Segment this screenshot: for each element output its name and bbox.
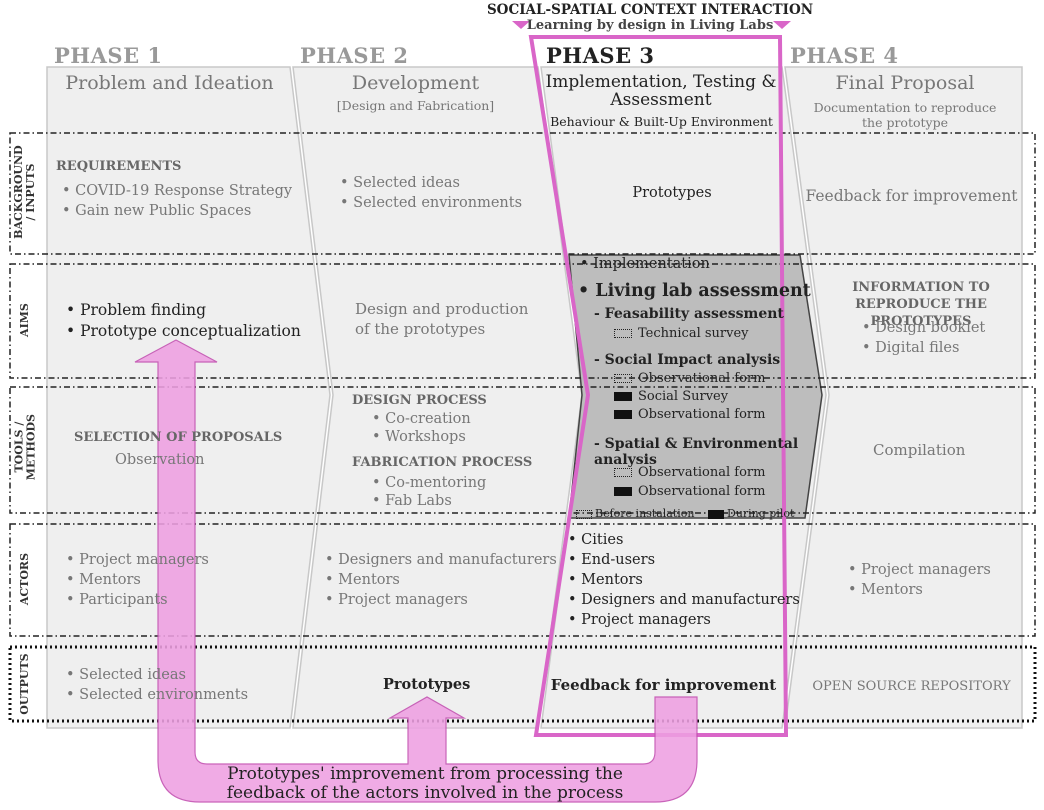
observation-text: Observation bbox=[115, 452, 205, 468]
phase4-title: Final Proposal bbox=[835, 72, 975, 94]
requirements-heading: REQUIREMENTS bbox=[56, 159, 182, 174]
phase1-title: Problem and Ideation bbox=[65, 72, 274, 94]
compilation-text: Compilation bbox=[873, 441, 966, 459]
phase4-outputs-text: OPEN SOURCE REPOSITORY bbox=[812, 679, 1011, 694]
phase2-outputs-text: Prototypes bbox=[383, 676, 471, 693]
phase3-outputs-text: Feedback for improvement bbox=[550, 676, 777, 694]
row-label-tools: TOOLS / METHODS bbox=[12, 413, 38, 481]
list-item: Project managers bbox=[848, 560, 991, 580]
phase4-actors-list: Project managers Mentors bbox=[848, 560, 991, 600]
list-item: Selected ideas bbox=[340, 173, 522, 193]
phase2-actors-list: Designers and manufacturers Mentors Proj… bbox=[325, 550, 557, 610]
row-separators bbox=[9, 132, 1036, 637]
header-left-triangle bbox=[512, 21, 530, 29]
list-item: Mentors bbox=[325, 570, 557, 590]
list-item: Mentors bbox=[66, 570, 209, 590]
list-item: Problem finding bbox=[66, 300, 301, 321]
solid-box-icon bbox=[614, 487, 632, 496]
fabrication-process-list: Co-mentoring Fab Labs bbox=[372, 474, 486, 510]
phase4-subtitle: Documentation to reproduce the prototype bbox=[813, 100, 997, 130]
phase2-inputs-list: Selected ideas Selected environments bbox=[340, 173, 522, 213]
phase1-label: PHASE 1 bbox=[54, 43, 163, 68]
selection-heading: SELECTION OF PROPOSALS bbox=[74, 430, 283, 445]
social-observational-form-1: Observational form bbox=[614, 371, 765, 387]
feedback-loop-arrow bbox=[134, 339, 698, 803]
list-item: Designers and manufacturers bbox=[568, 590, 800, 610]
list-item: Project managers bbox=[568, 610, 800, 630]
list-item: Workshops bbox=[372, 428, 471, 446]
feedback-loop-text: Prototypes' improvement from processing … bbox=[226, 764, 624, 803]
dotted-box-icon bbox=[614, 468, 632, 477]
implementation-text: • Implementation bbox=[580, 256, 710, 272]
phase4-inputs-text: Feedback for improvement bbox=[805, 187, 1018, 205]
social-impact-heading: - Social Impact analysis bbox=[594, 352, 781, 368]
list-item: Mentors bbox=[568, 570, 800, 590]
phase3-inputs-text: Prototypes bbox=[632, 185, 712, 201]
list-item: Design booklet bbox=[862, 318, 985, 338]
phase3-actors-list: Cities End-users Mentors Designers and m… bbox=[568, 530, 800, 630]
solid-box-icon bbox=[708, 509, 724, 519]
design-process-list: Co-creation Workshops bbox=[372, 410, 471, 446]
feasibility-heading: - Feasability assessment bbox=[594, 306, 784, 322]
dotted-box-icon bbox=[614, 374, 632, 383]
header-right-triangle bbox=[773, 21, 791, 29]
phase3-label: PHASE 3 bbox=[546, 43, 655, 68]
phase2-label: PHASE 2 bbox=[300, 43, 409, 68]
list-item: Selected ideas bbox=[66, 665, 248, 685]
phase1-aims-list: Problem finding Prototype conceptualizat… bbox=[66, 300, 301, 342]
list-item: Gain new Public Spaces bbox=[62, 201, 292, 221]
row-label-background: BACKGROUND / INPUTS bbox=[11, 145, 37, 239]
list-item: End-users bbox=[568, 550, 800, 570]
row-label-outputs: OUTPUTS bbox=[17, 653, 31, 715]
phase3-subtitle: Behaviour & Built-Up Environment bbox=[550, 114, 773, 129]
spatial-observational-form-2: Observational form bbox=[614, 484, 765, 500]
header-subtitle: Learning by design in Living Labs bbox=[526, 18, 774, 33]
solid-box-icon bbox=[614, 410, 632, 419]
legend-during: During pilot bbox=[708, 507, 794, 521]
dotted-box-icon bbox=[576, 509, 592, 519]
row-label-aims: AIMS bbox=[17, 303, 31, 337]
social-observational-form-2: Observational form bbox=[614, 407, 765, 423]
phase2-subtitle: [Design and Fabrication] bbox=[336, 98, 495, 113]
spatial-analysis-heading: - Spatial & Environmental analysis bbox=[594, 436, 799, 468]
list-item: Mentors bbox=[848, 580, 991, 600]
list-item: Co-creation bbox=[372, 410, 471, 428]
requirements-list: COVID-19 Response Strategy Gain new Publ… bbox=[62, 181, 292, 221]
list-item: Designers and manufacturers bbox=[325, 550, 557, 570]
list-item: Cities bbox=[568, 530, 800, 550]
phase2-title: Development bbox=[351, 72, 480, 94]
phase1-actors-list: Project managers Mentors Participants bbox=[66, 550, 209, 610]
list-item: Selected environments bbox=[66, 685, 248, 705]
design-process-heading: DESIGN PROCESS bbox=[352, 393, 487, 408]
row-label-actors: ACTORS bbox=[17, 552, 31, 606]
list-item: Prototype conceptualization bbox=[66, 321, 301, 342]
phase3-title: Implementation, Testing & Assessment bbox=[545, 72, 777, 110]
list-item: Digital files bbox=[862, 338, 985, 358]
technical-survey: Technical survey bbox=[614, 326, 749, 342]
phase4-label: PHASE 4 bbox=[790, 43, 899, 68]
list-item: Fab Labs bbox=[372, 492, 486, 510]
fabrication-process-heading: FABRICATION PROCESS bbox=[352, 455, 533, 470]
social-survey: Social Survey bbox=[614, 389, 728, 405]
spatial-observational-form-1: Observational form bbox=[614, 465, 765, 481]
list-item: Participants bbox=[66, 590, 209, 610]
outputs-row-border bbox=[8, 645, 1037, 723]
solid-box-icon bbox=[614, 392, 632, 401]
phase2-aims-text: Design and production of the prototypes bbox=[355, 300, 529, 338]
list-item: Project managers bbox=[66, 550, 209, 570]
list-item: Selected environments bbox=[340, 193, 522, 213]
living-lab-text: • Living lab assessment bbox=[578, 281, 811, 301]
phase4-aims-list: Design booklet Digital files bbox=[862, 318, 985, 358]
dotted-box-icon bbox=[614, 329, 632, 338]
phase1-outputs-list: Selected ideas Selected environments bbox=[66, 665, 248, 705]
list-item: Project managers bbox=[325, 590, 557, 610]
header-title: SOCIAL-SPATIAL CONTEXT INTERACTION bbox=[486, 2, 814, 18]
list-item: Co-mentoring bbox=[372, 474, 486, 492]
list-item: COVID-19 Response Strategy bbox=[62, 181, 292, 201]
legend-before: Before instalation bbox=[576, 507, 695, 521]
